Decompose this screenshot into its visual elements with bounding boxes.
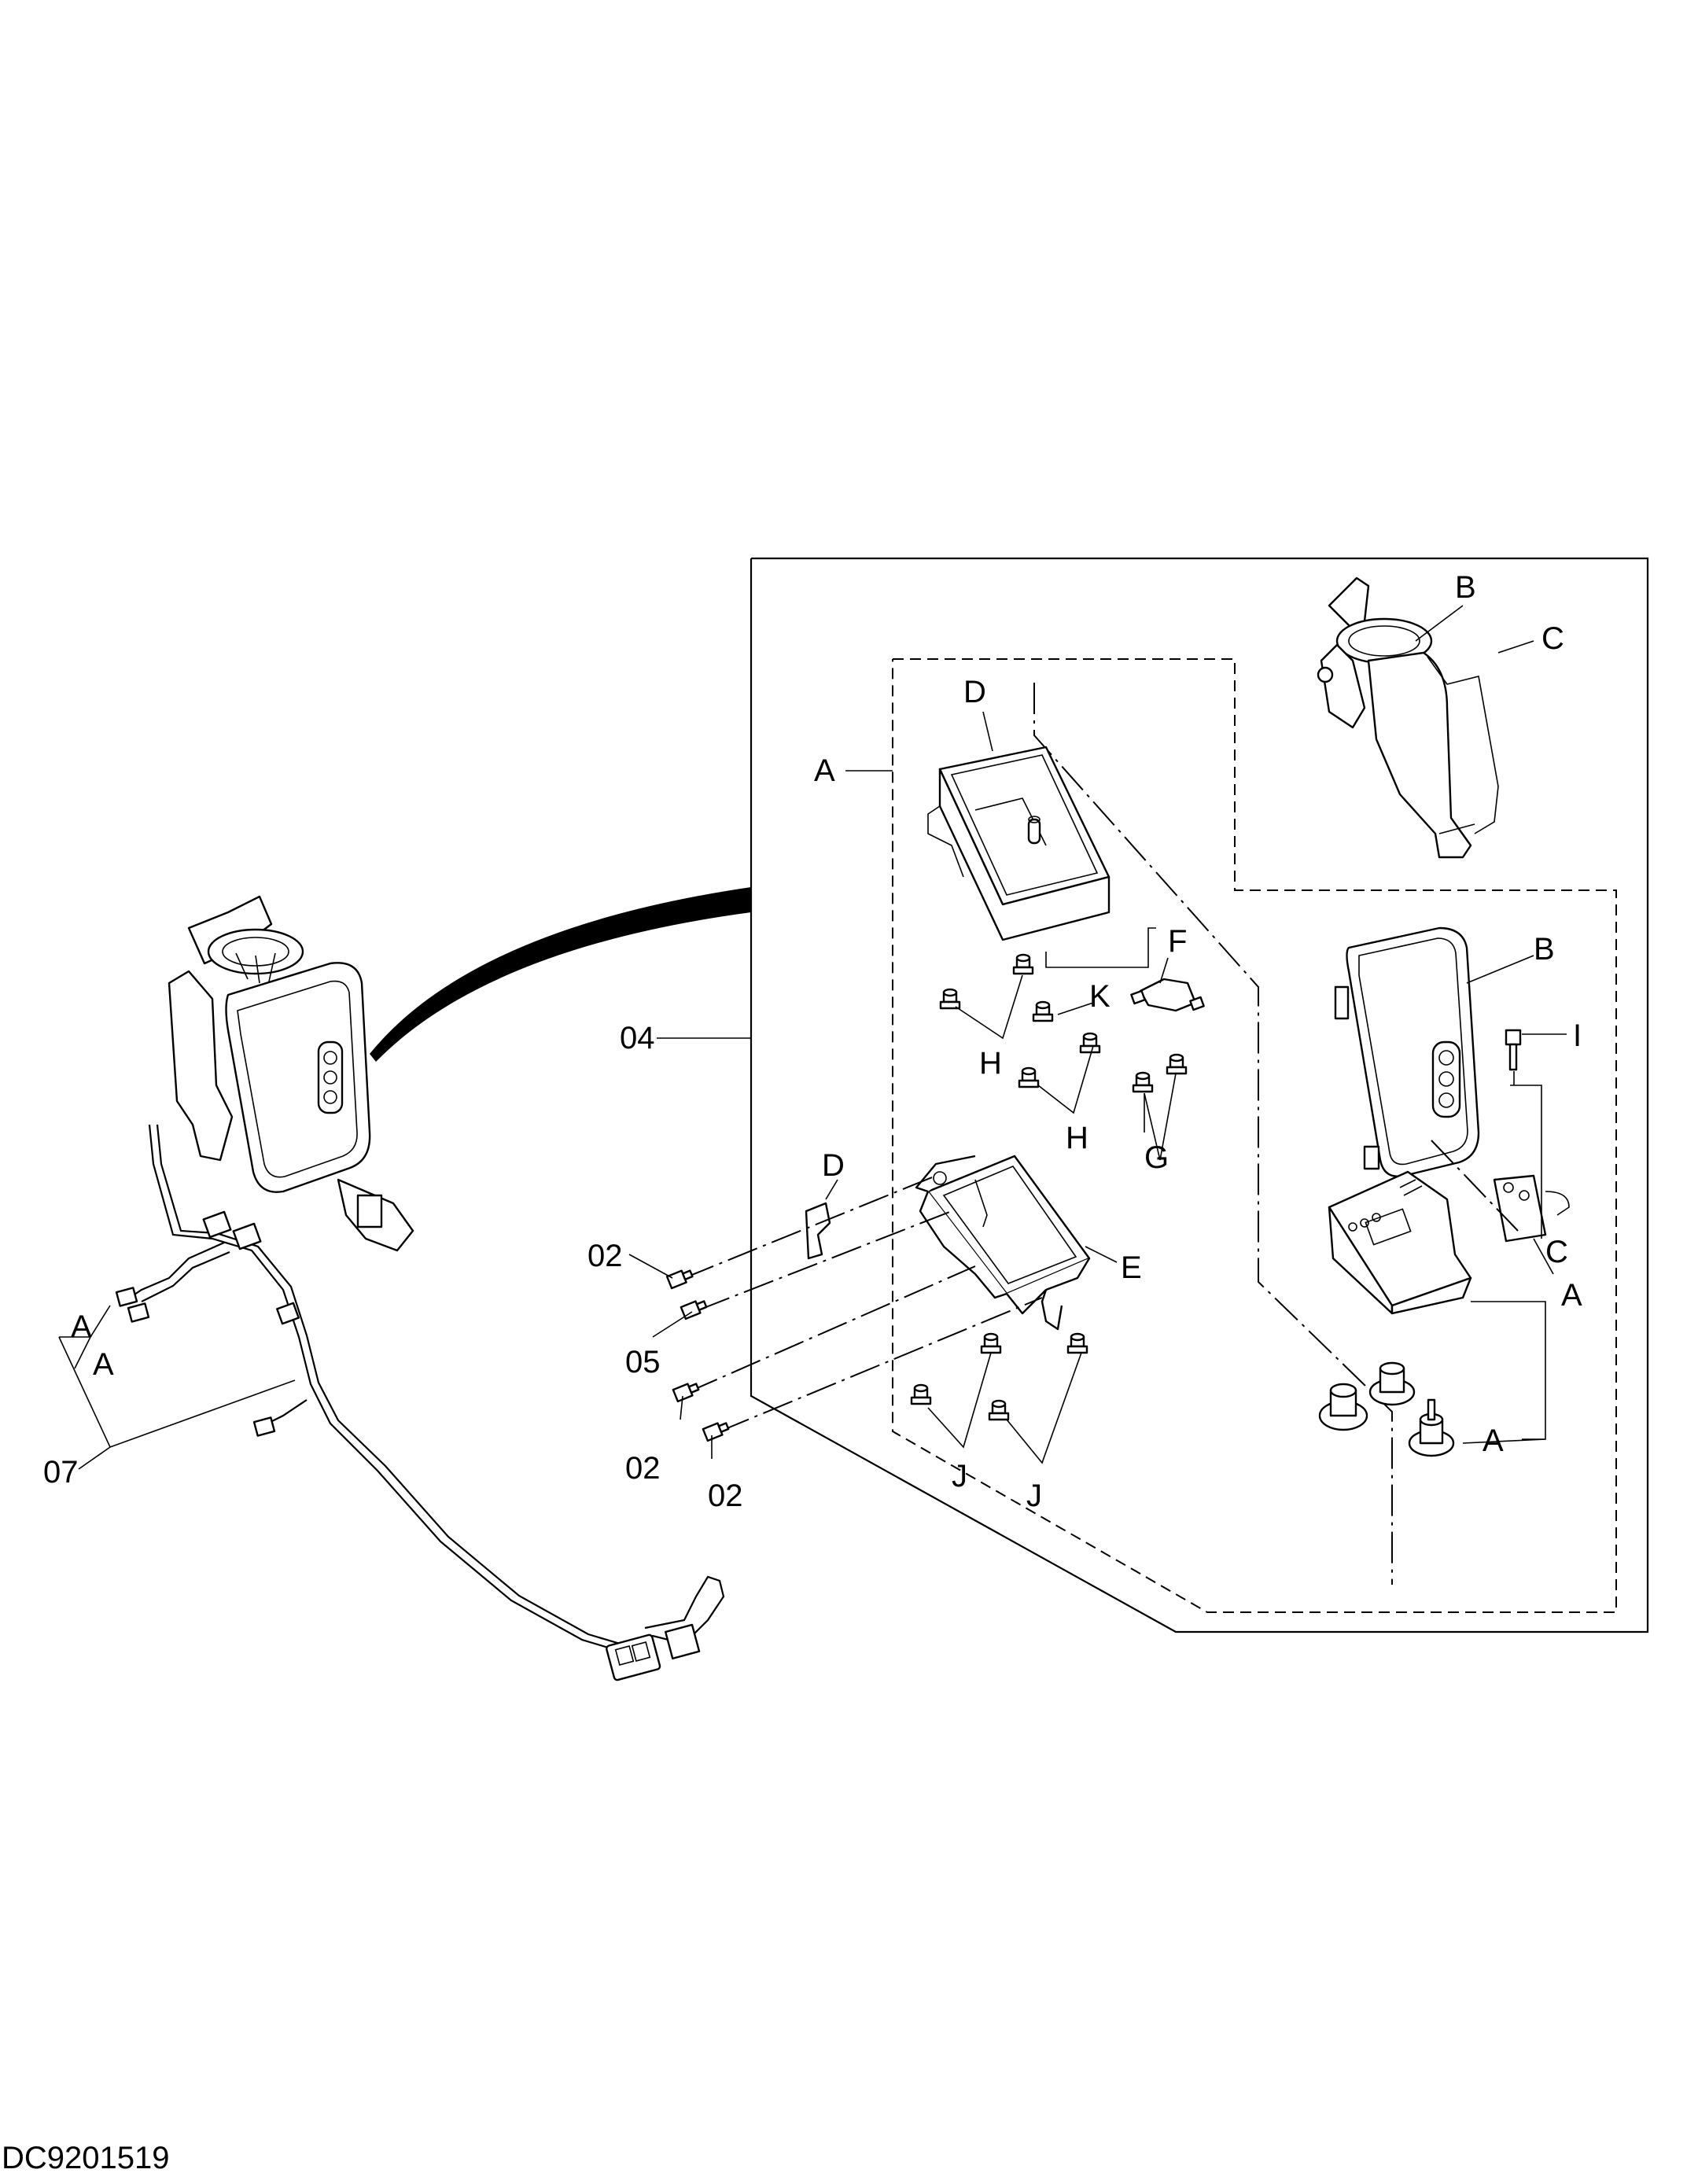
bracket-e xyxy=(915,1155,1091,1331)
callout-d-mid: D xyxy=(822,1148,845,1183)
screw-i-bracket-c xyxy=(1431,1029,1570,1243)
callout-g: G xyxy=(1144,1140,1169,1175)
screws-j xyxy=(910,1332,1088,1421)
control-module-a xyxy=(1328,1170,1472,1315)
callout-02-lower: 02 xyxy=(708,1479,743,1513)
leader-d-bracket xyxy=(1045,927,1156,968)
callout-e: E xyxy=(1121,1250,1142,1285)
cup-holder-part xyxy=(1317,576,1499,859)
callout-h-2: H xyxy=(1066,1121,1088,1155)
callout-a-left-1: A xyxy=(71,1309,92,1344)
callout-b-mid: B xyxy=(1534,932,1555,967)
callout-f: F xyxy=(1168,924,1187,959)
callout-a-left-2: A xyxy=(93,1347,114,1382)
callout-b-top: B xyxy=(1455,570,1476,605)
leader-lines xyxy=(58,605,1567,1470)
callout-05: 05 xyxy=(625,1345,661,1379)
callout-c-mid: C xyxy=(1545,1235,1568,1269)
callout-a-top: A xyxy=(814,753,835,788)
callout-k: K xyxy=(1089,979,1111,1014)
callout-07: 07 xyxy=(43,1455,79,1490)
callout-i: I xyxy=(1573,1018,1582,1053)
callout-j-2: J xyxy=(1026,1479,1042,1513)
callout-h-1: H xyxy=(979,1046,1002,1081)
knobs-a xyxy=(1318,1361,1455,1457)
callout-j-1: J xyxy=(952,1459,967,1493)
drawing-code: DC9201519 xyxy=(2,2141,170,2175)
separator-line xyxy=(1033,683,1393,1585)
control-box-assembly xyxy=(168,895,414,1252)
front-cover-b xyxy=(1334,926,1480,1177)
callout-02-upper: 02 xyxy=(587,1239,623,1273)
callout-labels: 04 07 02 05 02 02 A A D A B C B I C A A … xyxy=(43,570,1582,1513)
assembly-leader-curve xyxy=(370,887,751,1062)
wiring-harness xyxy=(115,1124,725,1681)
callout-d-top: D xyxy=(963,675,986,709)
lower-case-d xyxy=(927,746,1111,941)
kit-outline xyxy=(750,557,1649,1633)
screws-h-k-g xyxy=(939,953,1205,1093)
callout-02-mid: 02 xyxy=(625,1451,661,1486)
subkit-dashed-outline xyxy=(892,658,1617,1613)
spacer-d xyxy=(805,1202,831,1260)
callout-a-mid: A xyxy=(1561,1278,1582,1313)
bolts-02-05 xyxy=(665,1269,730,1442)
callout-04: 04 xyxy=(620,1021,655,1055)
callout-c-top: C xyxy=(1541,621,1564,656)
assembly-lines xyxy=(683,1175,1043,1432)
callout-a-low: A xyxy=(1483,1423,1504,1458)
